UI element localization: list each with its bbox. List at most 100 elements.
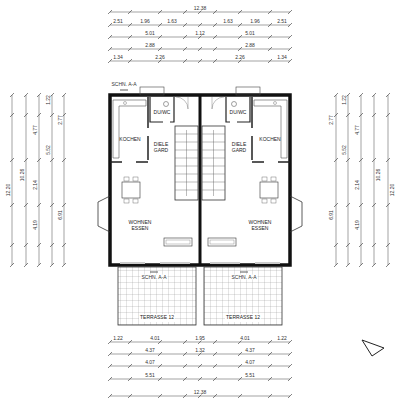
line-shape bbox=[238, 35, 242, 39]
line-shape bbox=[37, 93, 41, 97]
line-shape bbox=[62, 158, 66, 162]
line-shape bbox=[268, 59, 272, 63]
g-shape bbox=[12, 12, 388, 396]
line-shape bbox=[198, 394, 202, 398]
room-area: KOCHEN bbox=[258, 136, 281, 144]
dimension-text: 6.91 bbox=[329, 209, 334, 221]
line-shape bbox=[288, 10, 292, 14]
line-shape bbox=[158, 35, 162, 39]
line-shape bbox=[24, 243, 28, 247]
line-shape bbox=[10, 243, 14, 247]
line-shape bbox=[24, 203, 28, 207]
room-label: TERRASSE 12 bbox=[226, 315, 260, 321]
line-shape bbox=[158, 23, 162, 27]
line-shape bbox=[128, 35, 132, 39]
line-shape bbox=[128, 10, 132, 14]
line-shape bbox=[288, 394, 292, 398]
dimension-text: 2.14 bbox=[33, 179, 38, 191]
dimension-text: 6.91 bbox=[58, 209, 63, 221]
line-shape bbox=[238, 47, 242, 51]
dimension-text: 10.26 bbox=[20, 168, 25, 183]
line-shape bbox=[24, 158, 28, 162]
line-shape bbox=[334, 93, 338, 97]
line-shape bbox=[37, 263, 41, 267]
line-shape bbox=[37, 243, 41, 247]
line-shape bbox=[334, 158, 338, 162]
line-shape bbox=[183, 352, 187, 356]
room-area: DU/WC bbox=[153, 109, 172, 117]
line-shape bbox=[50, 263, 54, 267]
dimension-text: 4.77 bbox=[33, 124, 38, 136]
line-shape bbox=[50, 243, 54, 247]
line-shape bbox=[346, 203, 350, 207]
line-shape bbox=[158, 352, 162, 356]
line-shape bbox=[198, 377, 202, 381]
dimension-text: 4.01 bbox=[149, 336, 161, 341]
dimension-text: 2.26 bbox=[154, 55, 166, 60]
dimension-text: 4.07 bbox=[144, 360, 156, 365]
room-label: DIELE GARD bbox=[150, 142, 172, 154]
line-shape bbox=[372, 263, 376, 267]
line-shape bbox=[288, 352, 292, 356]
line-shape bbox=[238, 352, 242, 356]
line-shape bbox=[386, 263, 390, 267]
room-area: DU/WC bbox=[229, 109, 248, 117]
line-shape bbox=[128, 23, 132, 27]
section-mark: SCHN. A-A bbox=[230, 275, 257, 280]
line-shape bbox=[37, 158, 41, 162]
line-shape bbox=[346, 243, 350, 247]
line-shape bbox=[62, 203, 66, 207]
line-shape bbox=[268, 340, 272, 344]
room-label: KOCHEN bbox=[259, 137, 280, 143]
line-shape bbox=[359, 113, 363, 117]
line-shape bbox=[334, 243, 338, 247]
room-label: DIELE GARD bbox=[228, 142, 250, 154]
line-shape bbox=[108, 352, 112, 356]
line-shape bbox=[372, 93, 376, 97]
line-shape bbox=[183, 35, 187, 39]
use-shape bbox=[202, 87, 302, 263]
dimension-text: 5.51 bbox=[144, 373, 156, 378]
line-shape bbox=[238, 10, 242, 14]
line-shape bbox=[346, 93, 350, 97]
dimension-text: 12.20 bbox=[6, 183, 11, 198]
line-shape bbox=[183, 364, 187, 368]
dimension-text: 4.37 bbox=[244, 348, 256, 353]
line-shape bbox=[50, 93, 54, 97]
dimension-text: 1.22 bbox=[342, 94, 347, 106]
line-shape bbox=[268, 364, 272, 368]
dimension-text: 2.88 bbox=[244, 43, 256, 48]
path-shape bbox=[199, 95, 202, 265]
line-shape bbox=[158, 47, 162, 51]
dimension-text: 5.01 bbox=[244, 31, 256, 36]
line-shape bbox=[268, 10, 272, 14]
line-shape bbox=[386, 113, 390, 117]
room-area: WOHNEN ESSEN bbox=[120, 219, 160, 233]
line-shape bbox=[158, 340, 162, 344]
dimension-text: 5.01 bbox=[144, 31, 156, 36]
line-shape bbox=[213, 47, 217, 51]
line-shape bbox=[288, 47, 292, 51]
line-shape bbox=[158, 364, 162, 368]
line-shape bbox=[268, 394, 272, 398]
dimension-text: 12.38 bbox=[193, 6, 208, 11]
line-shape bbox=[50, 113, 54, 117]
line-shape bbox=[359, 203, 363, 207]
line-shape bbox=[213, 394, 217, 398]
dimension-text: 5.51 bbox=[244, 373, 256, 378]
room-label: KOCHEN bbox=[119, 137, 140, 143]
line-shape bbox=[50, 158, 54, 162]
dimension-text: 1.32 bbox=[194, 348, 206, 353]
dimension-text: 12.38 bbox=[193, 390, 208, 395]
line-shape bbox=[24, 263, 28, 267]
line-shape bbox=[183, 59, 187, 63]
line-shape bbox=[372, 203, 376, 207]
line-shape bbox=[183, 47, 187, 51]
line-shape bbox=[108, 35, 112, 39]
room-label: WOHNEN ESSEN bbox=[121, 220, 159, 232]
room-area: KOCHEN bbox=[118, 136, 141, 144]
line-shape bbox=[288, 59, 292, 63]
line-shape bbox=[359, 243, 363, 247]
rect-shape bbox=[110, 95, 290, 265]
